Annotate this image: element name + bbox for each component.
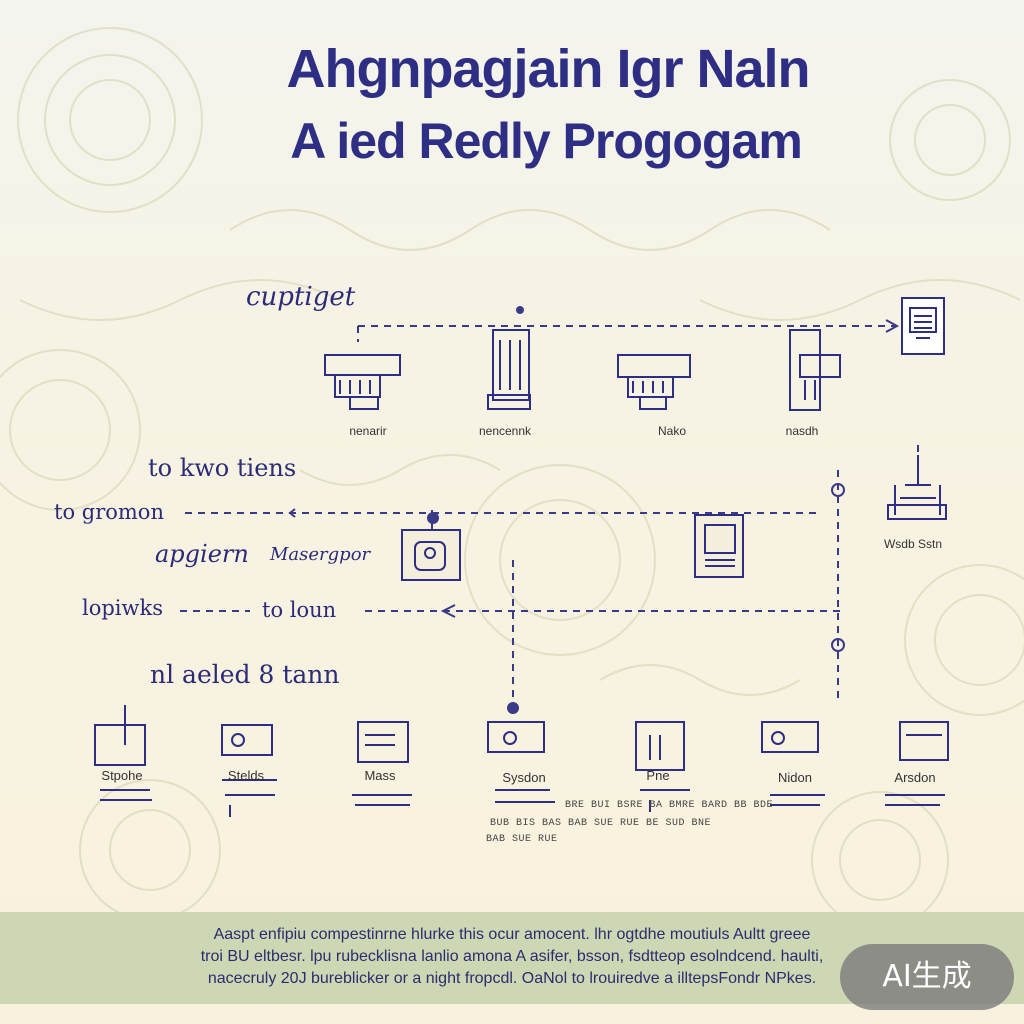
bottom-node-label: Mass — [364, 768, 396, 783]
footer-text-line: troi BU eltbesr. lpu rubecklisna lanlio … — [200, 948, 824, 965]
station-icon — [94, 705, 152, 801]
station-icon — [761, 721, 825, 806]
tower-icon — [887, 455, 947, 520]
top-node-label: nenarir — [349, 424, 387, 438]
label-apgiern: apgiern — [155, 540, 249, 568]
bottom-node-label: Sysdon — [502, 770, 546, 785]
label-nl-aeled: nl aeled 8 tann — [150, 660, 340, 689]
right-node-label: Wsdb Sstn — [883, 537, 943, 551]
label-cuptiget: cuptiget — [246, 282, 356, 312]
station-icon — [352, 721, 412, 806]
machine-icon — [617, 354, 691, 410]
top-node-label: nasdh — [785, 424, 819, 438]
machine-icon — [324, 354, 401, 410]
station-icon — [487, 721, 555, 803]
fine-print-row: BRE BUI BSRE BA BMRE BARD BB BDE — [565, 800, 774, 811]
lock-icon — [401, 529, 461, 581]
label-lopiwks: lopiwks — [82, 596, 163, 620]
label-to-gromon: to gromon — [54, 500, 164, 524]
arrowhead-middle — [288, 508, 296, 518]
footer-text-line: nacecruly 20J bureblicker or a night fro… — [207, 970, 817, 987]
printer-icon — [694, 514, 744, 578]
machine-icon — [487, 329, 531, 410]
bottom-node-label: Pne — [646, 768, 670, 783]
fine-print-row: BAB SUE RUE — [486, 834, 558, 845]
page-title-line-1: Ahgnpagjain Igr Naln — [286, 39, 810, 99]
top-node-label: nencennk — [478, 424, 532, 438]
bottom-node-label: Stpohe — [101, 768, 143, 783]
station-icon — [635, 721, 690, 812]
machine-icon — [789, 329, 841, 411]
station-icon — [885, 721, 949, 806]
label-to-kwo-tiens: to kwo tiens — [148, 454, 297, 482]
target-icon — [901, 297, 945, 355]
fine-print-row: BUB BIS BAS BAB SUE RUE BE SUD BNE — [490, 818, 712, 829]
page-title-line-2: A ied Redly Progogam — [290, 113, 803, 169]
bottom-node-label: Stelds — [227, 768, 265, 783]
bottom-node-label: Nidon — [778, 770, 812, 785]
label-to-loun: to loun — [262, 598, 337, 622]
ai-generated-badge: AI生成 — [840, 944, 1014, 1010]
arrowhead-left — [440, 604, 456, 618]
arrowhead-right — [885, 319, 900, 333]
station-icon — [221, 724, 277, 817]
footer-text-line: Aaspt enfipiu compestinrne hlurke this o… — [213, 926, 811, 943]
bottom-node-label: Arsdon — [894, 770, 936, 785]
label-masergpor: Masergpor — [270, 544, 371, 565]
top-node-label: Nako — [657, 424, 687, 438]
